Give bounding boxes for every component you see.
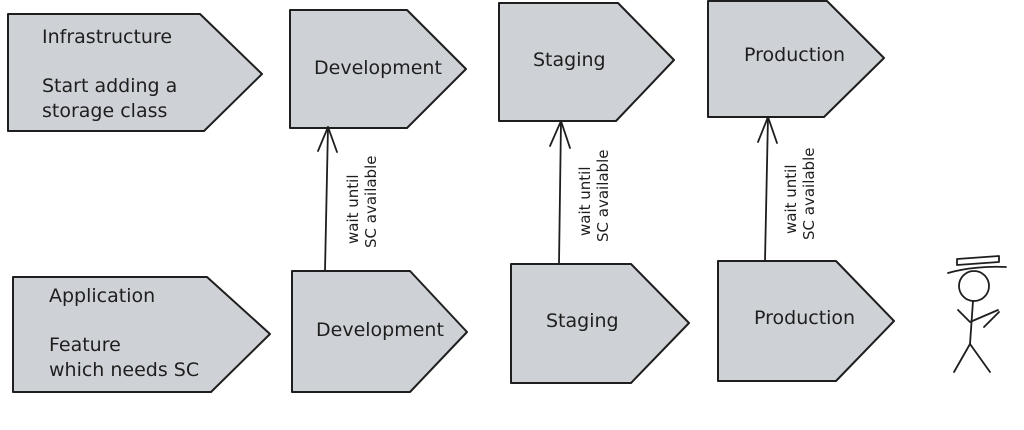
infra-staging-label: Staging	[533, 49, 606, 71]
application-pentagon: Application Feature which needs SC	[12, 276, 271, 393]
infrastructure-pentagon: Infrastructure Start adding a storage cl…	[7, 13, 263, 132]
production-wait-line1: wait until	[782, 164, 800, 234]
app-production-label: Production	[754, 307, 855, 329]
app-production-stage: Production	[717, 260, 895, 382]
app-development-label: Development	[316, 319, 444, 341]
dev-dependency-arrow: wait until SC available	[317, 126, 380, 272]
application-note-line2: which needs SC	[49, 359, 199, 381]
dev-wait-line1: wait until	[344, 174, 362, 244]
infra-staging-stage: Staging	[498, 2, 675, 122]
infrastructure-note-line1: Start adding a	[42, 75, 177, 97]
app-staging-label: Staging	[546, 310, 619, 332]
infrastructure-title: Infrastructure	[42, 26, 172, 48]
staging-dependency-arrow: wait until SC available	[549, 120, 612, 265]
production-wait-line2: SC available	[800, 148, 818, 240]
infra-production-label: Production	[744, 44, 845, 66]
infra-development-stage: Development	[289, 9, 467, 129]
app-staging-stage: Staging	[510, 263, 690, 384]
staging-wait-line2: SC available	[594, 150, 612, 242]
infra-development-label: Development	[314, 57, 442, 79]
production-dependency-arrow: wait until SC available	[757, 116, 818, 262]
application-title: Application	[49, 285, 155, 307]
app-development-stage: Development	[291, 270, 468, 393]
infra-production-stage: Production	[707, 0, 885, 118]
infrastructure-note-line2: storage class	[42, 100, 167, 122]
staging-wait-line1: wait until	[576, 166, 594, 236]
application-note-line1: Feature	[49, 334, 121, 356]
stick-figure-icon	[947, 255, 1007, 373]
dev-wait-line2: SC available	[362, 156, 380, 248]
